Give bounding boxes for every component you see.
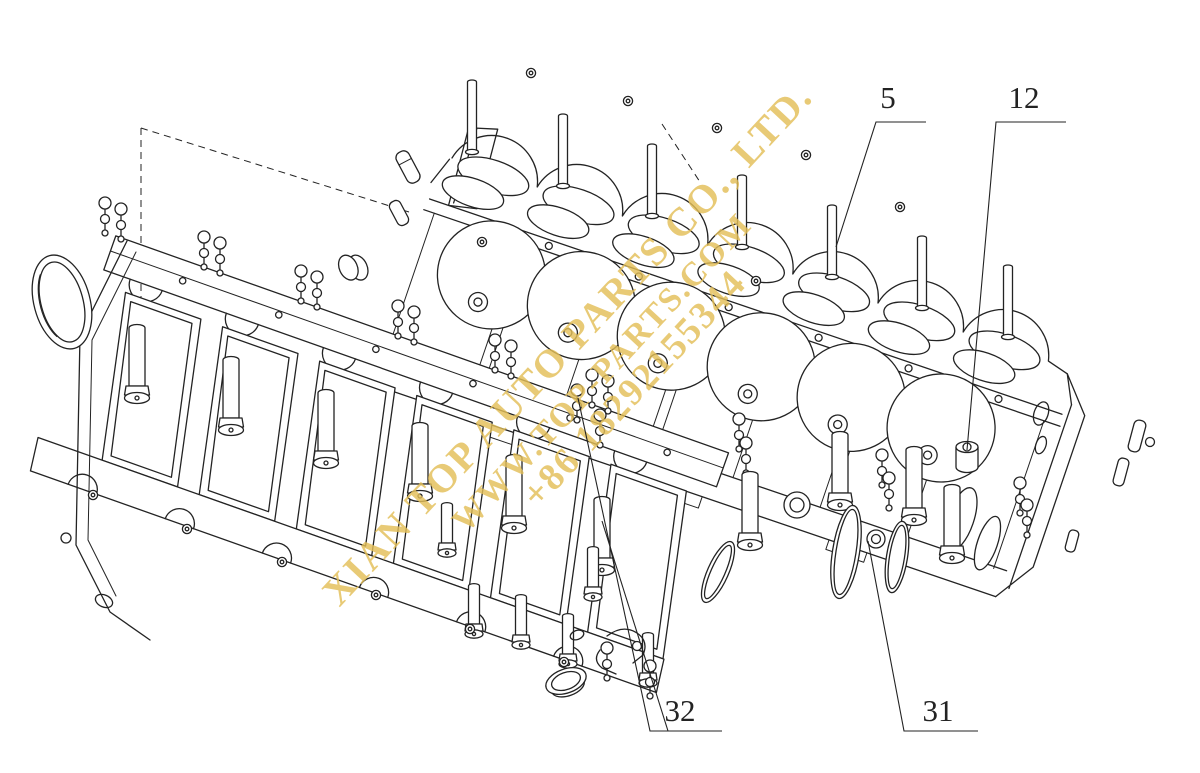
- callout-31: 31: [867, 540, 978, 732]
- callout-12-leader: [966, 121, 1066, 451]
- o-ring: [783, 491, 886, 549]
- callout-31-label: 31: [923, 693, 954, 728]
- seal-ring-large: [830, 504, 862, 600]
- callout-32: 32: [577, 397, 722, 732]
- oval-seal: [700, 540, 736, 604]
- frame-left-end: [60, 240, 151, 641]
- cup-plug: [545, 666, 587, 698]
- loose-parts-right: [1064, 419, 1156, 553]
- callout-5: 5: [835, 80, 926, 248]
- callout-12: 12: [966, 80, 1066, 451]
- callouts: 5 12 32 31: [577, 80, 1066, 732]
- tappet-parts: [337, 150, 421, 281]
- left-crankcase-frame: [29, 235, 730, 694]
- callout-12-label: 12: [1009, 80, 1040, 115]
- callout-32-leader-2: [601, 520, 669, 732]
- callout-31-leader: [867, 540, 978, 732]
- callout-5-label: 5: [880, 80, 896, 115]
- callout-32-label: 32: [665, 693, 696, 728]
- callout-5-leader: [835, 121, 926, 248]
- crankshaft-seal-ring: [31, 254, 93, 350]
- small-plug: [569, 629, 585, 641]
- callout-32-leader: [577, 397, 722, 732]
- seal-ring-small: [884, 520, 910, 594]
- right-cylinder-block: [362, 127, 1086, 598]
